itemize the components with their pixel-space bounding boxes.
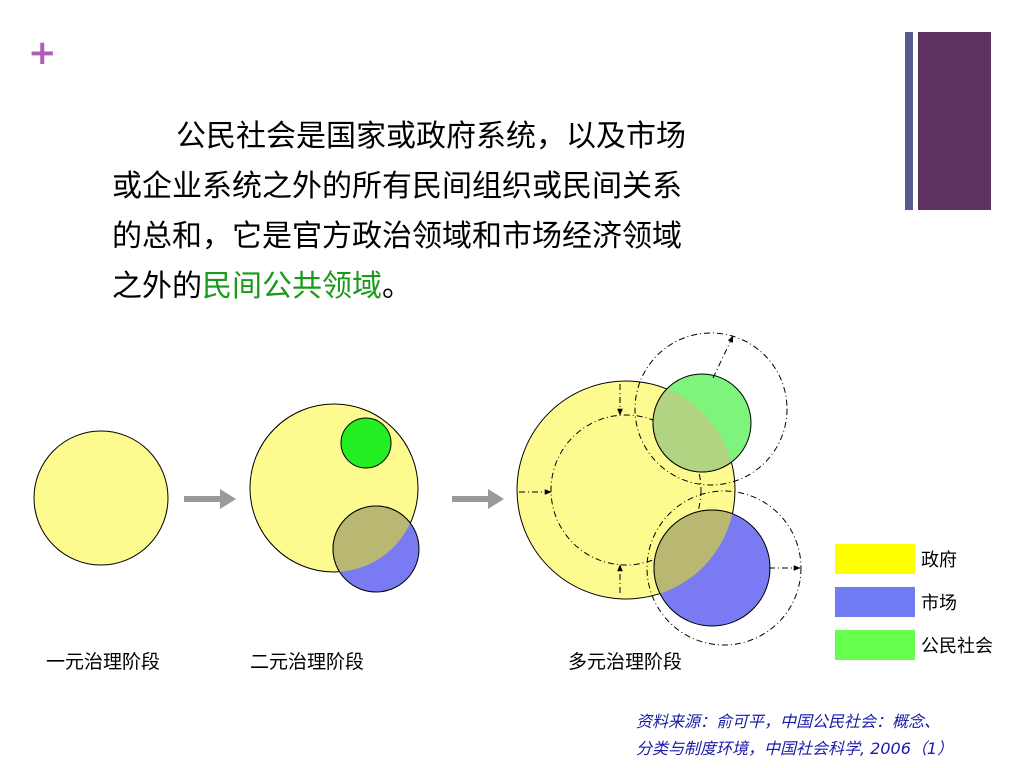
stage3-label: 多元治理阶段 xyxy=(568,651,683,673)
highlight-term: 民间公共领域 xyxy=(202,269,382,304)
stage3-civil-society-outer-dashed xyxy=(634,332,788,486)
stage3-market-outer-dashed xyxy=(646,490,802,646)
stage-arrow-2 xyxy=(452,489,504,509)
paragraph-line-3: 的总和，它是官方政治领域和市场经济领域 xyxy=(112,219,682,254)
paragraph-line-1-text: 公民社会是国家或政府系统，以及市场 xyxy=(176,119,686,154)
decorative-bar-thick xyxy=(918,32,991,210)
paragraph-line-4-prefix: 之外的 xyxy=(112,269,202,304)
paragraph-line-1: 公民社会是国家或政府系统，以及市场 xyxy=(112,112,872,162)
definition-paragraph: 公民社会是国家或政府系统，以及市场 或企业系统之外的所有民间组织或民间关系 的总… xyxy=(112,112,872,312)
plus-decoration: + xyxy=(28,33,57,73)
source-citation: 资料来源：俞可平，中国公民社会：概念、 分类与制度环境，中国社会科学, 2006… xyxy=(636,708,1021,762)
legend-swatch-government xyxy=(835,544,915,574)
source-line-2: 分类与制度环境，中国社会科学, 2006（1） xyxy=(636,739,954,758)
stage2-civil-society-circle xyxy=(340,417,392,469)
legend-swatch-market xyxy=(835,587,915,617)
stage2-label: 二元治理阶段 xyxy=(250,651,365,673)
stage-arrow-1 xyxy=(184,489,236,509)
expand-arrow-civil-society xyxy=(712,335,734,379)
paragraph-line-4: 之外的民间公共领域。 xyxy=(112,262,872,312)
stage1-label: 一元治理阶段 xyxy=(46,651,161,673)
paragraph-line-4-suffix: 。 xyxy=(382,269,412,304)
legend-label-government: 政府 xyxy=(921,550,957,571)
legend-label-civil-society: 公民社会 xyxy=(921,636,993,657)
paragraph-line-2: 或企业系统之外的所有民间组织或民间关系 xyxy=(112,169,682,204)
stage1-government-circle xyxy=(33,430,169,566)
legend-swatch-civil-society xyxy=(835,630,915,660)
decorative-bar-thin xyxy=(905,32,913,210)
source-line-1: 资料来源：俞可平，中国公民社会：概念、 xyxy=(636,712,941,731)
legend-label-market: 市场 xyxy=(921,593,957,614)
